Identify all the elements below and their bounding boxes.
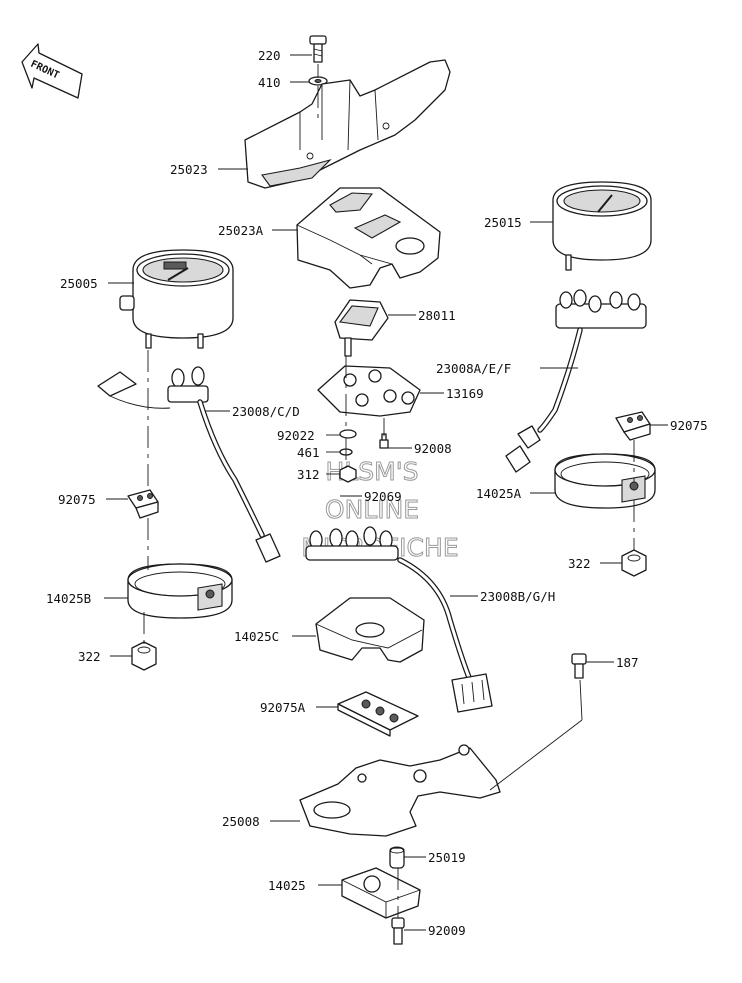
- part-92069-bulb-set: 92069: [305, 489, 402, 561]
- part-25015-tachometer: 25015: [484, 181, 652, 271]
- part-322-left-nut: 322: [78, 641, 157, 671]
- part-92009-screw: 92009: [391, 917, 466, 945]
- bulb-set-right: [555, 289, 647, 329]
- label-220: 220: [258, 48, 281, 63]
- part-92022-washer: 92022: [277, 428, 357, 443]
- label-14025C: 14025C: [234, 629, 279, 644]
- part-25019-grommet: 25019: [389, 846, 466, 869]
- label-410: 410: [258, 75, 281, 90]
- part-461-washer: 461: [297, 445, 353, 460]
- part-14025-plate: 14025: [268, 867, 421, 919]
- label-322-left: 322: [78, 649, 101, 664]
- label-92069: 92069: [364, 489, 402, 504]
- label-14025B: 14025B: [46, 591, 91, 606]
- label-92009: 92009: [428, 923, 466, 938]
- part-322-right-nut: 322: [568, 549, 647, 577]
- label-322-right: 322: [568, 556, 591, 571]
- assembly-guide-lines: [143, 64, 635, 918]
- part-25005-speedometer: 25005: [60, 249, 234, 349]
- label-92008: 92008: [414, 441, 452, 456]
- label-23008CD: 23008/C/D: [232, 404, 300, 419]
- part-92075A-pad: 92075A: [260, 691, 419, 737]
- front-arrow: FRONT: [21, 43, 83, 99]
- part-25008-meter-bracket: 25008: [222, 744, 501, 837]
- part-14025A-meter-cup: 14025A: [476, 453, 656, 509]
- label-25019: 25019: [428, 850, 466, 865]
- part-14025B-meter-cup: 14025B: [46, 563, 233, 619]
- label-28011: 28011: [418, 308, 456, 323]
- part-220-bolt: 220: [258, 35, 327, 63]
- label-25008: 25008: [222, 814, 260, 829]
- label-92075-left: 92075: [58, 492, 96, 507]
- part-25023A-indicator-panel: 25023A: [218, 187, 441, 289]
- part-13169-bulb-bracket: 13169: [317, 365, 484, 417]
- label-92075A: 92075A: [260, 700, 306, 715]
- part-187-bolt: 187: [571, 653, 639, 679]
- part-23008CD-harness: 23008/C/D: [97, 366, 300, 563]
- label-187: 187: [616, 655, 639, 670]
- part-14025C-bracket: 14025C: [234, 597, 425, 663]
- label-23008AEF: 23008A/E/F: [436, 361, 511, 376]
- label-25023A: 25023A: [218, 223, 264, 238]
- part-23008AEF-harness: 23008A/E/F: [436, 289, 647, 473]
- label-23008BGH: 23008B/G/H: [480, 589, 555, 604]
- label-13169: 13169: [446, 386, 484, 401]
- label-25005: 25005: [60, 276, 98, 291]
- label-25023: 25023: [170, 162, 208, 177]
- part-312-nut: 312: [297, 465, 357, 483]
- label-25015: 25015: [484, 215, 522, 230]
- part-25023-meter-cover: 25023: [170, 59, 451, 189]
- label-14025A: 14025A: [476, 486, 522, 501]
- label-14025: 14025: [268, 878, 306, 893]
- part-92075-right: 92075: [615, 411, 708, 441]
- label-92075-right: 92075: [670, 418, 708, 433]
- part-92008-screw: 92008: [379, 433, 452, 456]
- label-461: 461: [297, 445, 320, 460]
- watermark-line-2: ONLINE: [325, 495, 419, 524]
- part-92075-left: 92075: [58, 489, 159, 519]
- label-92022: 92022: [277, 428, 315, 443]
- part-23008BGH-harness: 23008B/G/H: [397, 557, 555, 713]
- part-28011: 28011: [334, 299, 456, 357]
- bulb-set-left: [167, 366, 209, 403]
- part-410-washer: 410: [258, 75, 328, 90]
- label-312: 312: [297, 467, 320, 482]
